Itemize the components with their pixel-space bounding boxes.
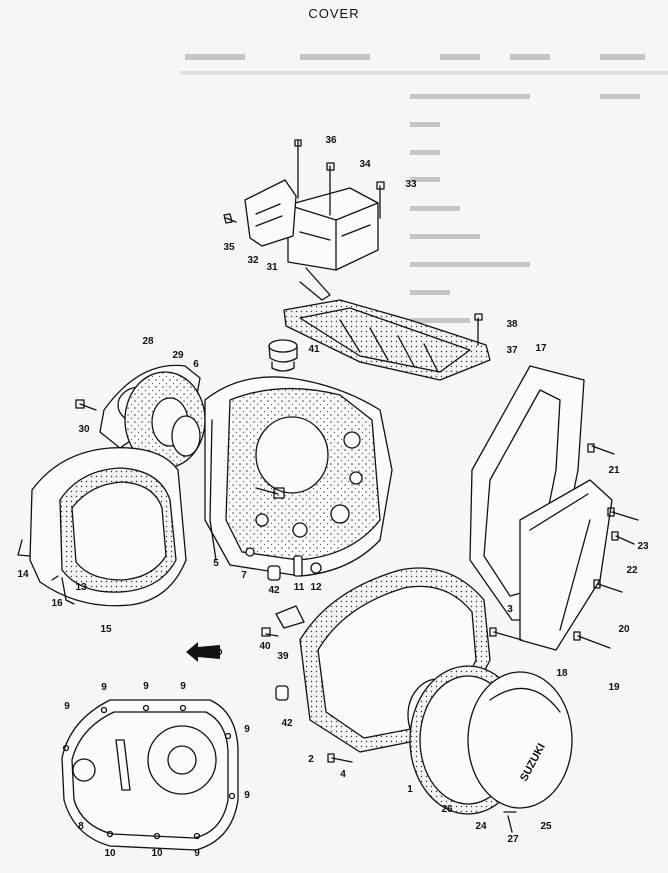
callout-37: 37: [506, 345, 518, 356]
crankcase-cover-body: [204, 376, 393, 577]
callout-38: 38: [506, 319, 518, 330]
callout-13: 13: [75, 582, 87, 593]
sprocket-cover: [469, 365, 613, 651]
callout-2: 2: [308, 754, 314, 765]
callout-17: 17: [535, 343, 547, 354]
breather-cover: [244, 179, 379, 301]
callout-9: 9: [180, 681, 186, 692]
callout-9: 9: [101, 682, 107, 693]
callout-25: 25: [540, 821, 552, 832]
callout-31: 31: [266, 262, 278, 273]
callout-4: 4: [340, 769, 346, 780]
callout-34: 34: [359, 159, 371, 170]
callout-33: 33: [405, 179, 417, 190]
callout-10: 10: [104, 848, 116, 859]
callout-9: 9: [244, 724, 250, 735]
clutch-side-gaskets: [75, 364, 206, 469]
callout-12: 12: [310, 582, 322, 593]
cover-bolts: [489, 443, 639, 649]
callout-30: 30: [78, 424, 90, 435]
callout-42: 42: [281, 718, 293, 729]
callout-29: 29: [172, 350, 184, 361]
callout-7: 7: [241, 570, 247, 581]
bleed-through-lines: [180, 54, 668, 355]
callout-24: 24: [475, 821, 487, 832]
callout-40: 40: [259, 641, 271, 652]
small-fittings: [267, 555, 322, 701]
callout-26: 26: [441, 804, 453, 815]
callout-6: 6: [193, 359, 199, 370]
page-title: COVER: [308, 6, 360, 21]
callout-11: 11: [294, 582, 305, 593]
callout-9: 9: [244, 790, 250, 801]
forward-arrow-icon: FWD: [186, 642, 223, 662]
callout-18: 18: [556, 668, 568, 679]
callout-5: 5: [213, 558, 219, 569]
callout-22: 22: [626, 565, 638, 576]
callout-9: 9: [64, 701, 70, 712]
callout-39: 39: [277, 651, 289, 662]
callout-35: 35: [223, 242, 235, 253]
callout-32: 32: [247, 255, 259, 266]
outer-cover: [409, 665, 573, 833]
bleed-through-table: [180, 50, 668, 394]
callout-20: 20: [618, 624, 630, 635]
callout-9: 9: [194, 848, 200, 859]
callout-9: 9: [143, 681, 149, 692]
callout-15: 15: [100, 624, 112, 635]
callout-16: 16: [51, 598, 63, 609]
callout-42: 42: [268, 585, 280, 596]
callout-10: 10: [151, 848, 163, 859]
callout-41: 41: [308, 344, 320, 355]
callout-3: 3: [507, 604, 513, 615]
clutch-cover-gasket: [61, 699, 239, 851]
callout-21: 21: [608, 465, 620, 476]
callout-36: 36: [325, 135, 337, 146]
clutch-cover-housing: [17, 447, 187, 607]
callout-19: 19: [608, 682, 620, 693]
fwd-label: FWD: [202, 647, 223, 657]
top-bolts: [223, 139, 385, 224]
callout-23: 23: [637, 541, 649, 552]
callout-27: 27: [507, 834, 519, 845]
callout-28: 28: [142, 336, 154, 347]
callout-8: 8: [78, 821, 84, 832]
breather-plate: [283, 299, 491, 381]
callout-14: 14: [17, 569, 29, 580]
callout-1: 1: [407, 784, 413, 795]
oil-filler-cap: [268, 339, 298, 372]
